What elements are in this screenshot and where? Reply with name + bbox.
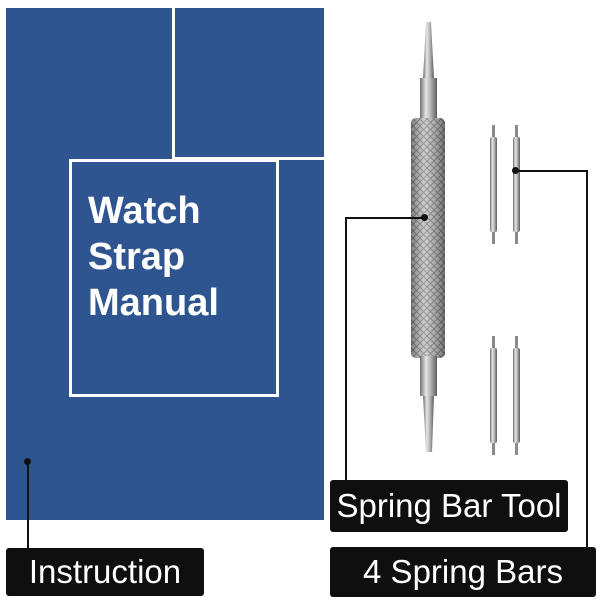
spring-bar-1 <box>490 125 497 244</box>
cover-title-frame <box>69 159 279 397</box>
spring-bar-4 <box>513 336 520 455</box>
bars-leader-horizontal <box>515 170 588 172</box>
manual-title-line-3: Manual <box>88 282 219 324</box>
tool-bottom-collar <box>420 356 437 396</box>
bars-leader-vertical <box>586 170 588 550</box>
spring-bar-tool <box>411 22 445 452</box>
spring-bars-label: 4 Spring Bars <box>330 547 596 597</box>
instruction-label: Instruction <box>6 548 204 596</box>
spring-bar-tool-label: Spring Bar Tool <box>330 480 568 532</box>
manual-title-line-1: Watch <box>88 190 201 232</box>
cover-divider-vertical <box>172 8 175 160</box>
spring-bar-2 <box>513 125 520 244</box>
spring-bar-3 <box>490 336 497 455</box>
tool-bottom-fork <box>423 396 434 452</box>
manual-title-line-2: Strap <box>88 236 186 278</box>
tool-top-pin <box>423 22 434 78</box>
tool-leader-vertical <box>345 217 347 482</box>
manual-title: Watch Strap Manual <box>88 188 288 326</box>
instruction-leader-line <box>27 462 29 550</box>
tool-leader-horizontal <box>345 217 425 219</box>
tool-top-collar <box>420 78 437 120</box>
manual-cover <box>6 8 324 520</box>
cover-divider-horizontal <box>172 157 324 160</box>
instruction-pointer-dot <box>24 458 31 465</box>
